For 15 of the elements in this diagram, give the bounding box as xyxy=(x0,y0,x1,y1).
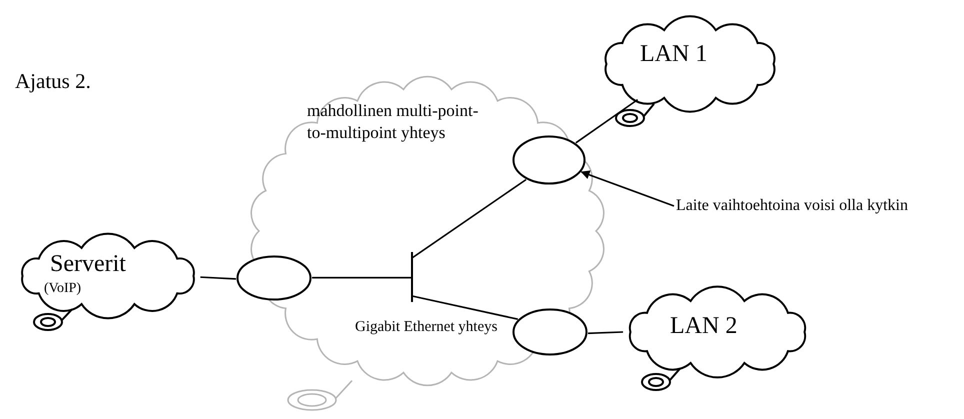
connector-line xyxy=(200,276,236,280)
connector-line xyxy=(412,295,518,320)
title: Ajatus 2. xyxy=(15,68,91,94)
arrow xyxy=(580,170,674,207)
connector-line xyxy=(412,178,526,259)
connection-note: Gigabit Ethernet yhteys xyxy=(355,318,498,337)
callout-text: Laite vaihtoehtoina voisi olla kytkin xyxy=(676,196,908,216)
connector-line xyxy=(312,276,412,279)
cloud-sublabel: (VoIP) xyxy=(44,280,82,298)
connection-note: mahdollinen multi-point-to-multipoint yhteys xyxy=(307,100,479,144)
cloud-label: LAN 1 xyxy=(640,40,708,68)
connector-line xyxy=(575,99,638,144)
connector-line xyxy=(588,331,624,334)
cloud-label: Serverit xyxy=(50,250,126,278)
cloud-label: LAN 2 xyxy=(670,312,738,340)
